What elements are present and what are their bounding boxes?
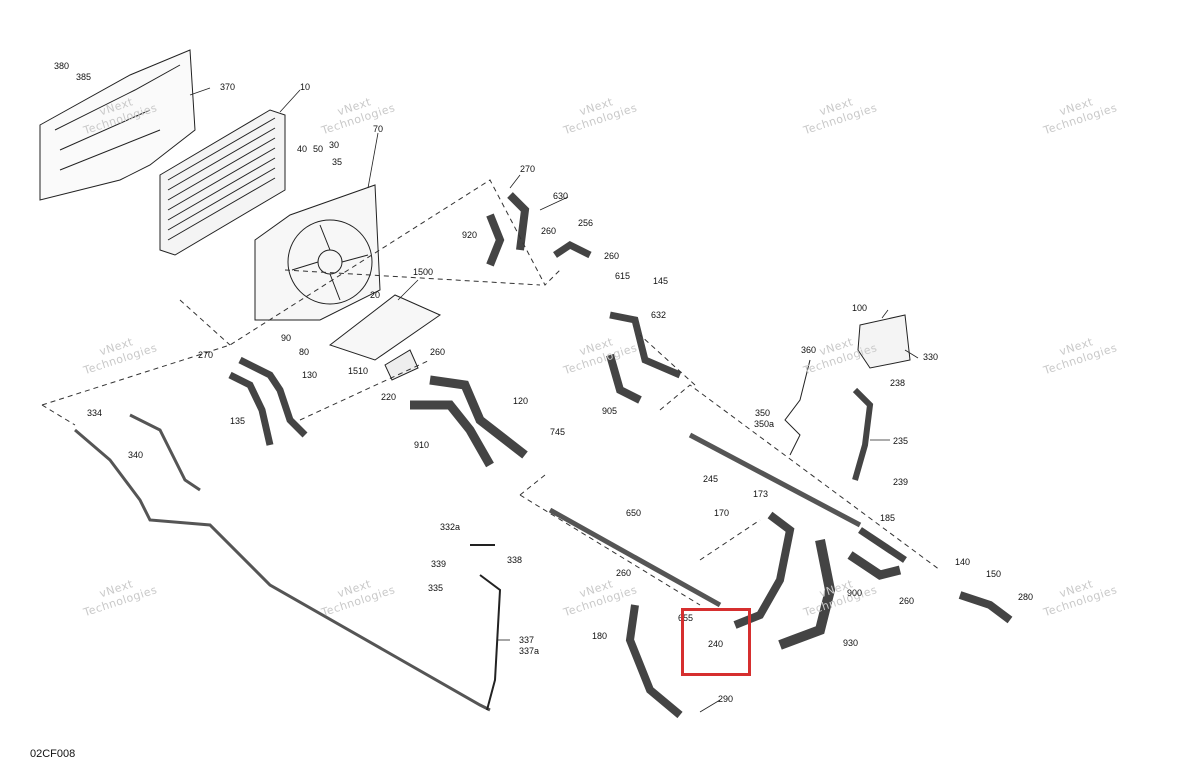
callout-615: 615	[615, 271, 631, 281]
callout-905: 905	[602, 406, 618, 416]
callout-655: 655	[678, 613, 694, 623]
hose-part-905	[606, 353, 642, 404]
callout-220: 220	[381, 392, 397, 402]
hose-part-235	[852, 387, 874, 481]
callout-332a: 332a	[440, 522, 461, 532]
callout-145: 145	[653, 276, 669, 286]
callout-50: 50	[313, 144, 324, 154]
callout-930: 930	[843, 638, 859, 648]
callout-150: 150	[986, 569, 1002, 579]
callout-30: 30	[329, 140, 340, 150]
hose-part-920	[486, 213, 505, 267]
tube-part-650	[548, 507, 722, 608]
callout-280: 280	[1018, 592, 1034, 602]
hose-part-130	[238, 356, 308, 438]
callout-260-right: 260	[604, 251, 620, 261]
radiator-part-10	[159, 109, 286, 256]
hose-part-630	[507, 192, 530, 251]
callout-239: 239	[893, 477, 909, 487]
hose-part-900	[847, 551, 902, 580]
line-part-337	[470, 544, 502, 711]
callout-360: 360	[801, 345, 817, 355]
callout-40: 40	[297, 144, 308, 154]
callout-170: 170	[714, 508, 730, 518]
tube-part-245	[688, 432, 862, 528]
callout-240: 240	[708, 639, 724, 649]
hose-part-256	[553, 240, 592, 259]
callout-340: 340	[128, 450, 144, 460]
callout-337: 337	[519, 635, 535, 645]
callout-337a: 337a	[519, 646, 540, 656]
coolant-reservoir-part-100	[857, 314, 911, 369]
hose-part-150	[958, 591, 1013, 624]
hose-part-910	[410, 400, 494, 468]
callout-339: 339	[431, 559, 447, 569]
hose-part-180	[625, 604, 683, 719]
callout-135: 135	[230, 416, 246, 426]
radiator-shroud-part-370	[39, 49, 196, 201]
callout-290: 290	[718, 694, 734, 704]
bracket-part-1500	[328, 294, 442, 361]
hose-part-185	[858, 527, 907, 563]
callout-238: 238	[890, 378, 906, 388]
callout-270: 270	[198, 350, 214, 360]
vent-hose-part-340	[74, 428, 491, 712]
assembly-lines	[41, 179, 941, 606]
callout-260-upper: 260	[541, 226, 557, 236]
callout-334: 334	[87, 408, 103, 418]
callout-256: 256	[578, 218, 594, 228]
hose-part-120	[429, 375, 528, 459]
callout-270-top: 270	[520, 164, 536, 174]
hose-part-632	[609, 311, 682, 379]
callout-900: 900	[847, 588, 863, 598]
callout-173: 173	[753, 489, 769, 499]
callout-20: 20	[370, 290, 381, 300]
callout-335: 335	[428, 583, 444, 593]
callout-630: 630	[553, 191, 569, 201]
callout-90: 90	[281, 333, 292, 343]
callout-260-lower: 260	[616, 568, 632, 578]
callout-330: 330	[923, 352, 939, 362]
callout-100: 100	[852, 303, 868, 313]
callout-338: 338	[507, 555, 523, 565]
callout-920: 920	[462, 230, 478, 240]
callout-260-right-lower: 260	[899, 596, 915, 606]
callout-385: 385	[76, 72, 92, 82]
highlight-box-part-240	[681, 608, 751, 676]
hose-part-930	[778, 539, 836, 650]
callout-910: 910	[414, 440, 430, 450]
callout-185: 185	[880, 513, 896, 523]
callout-380: 380	[54, 61, 70, 71]
diagram-id-label: 02CF008	[30, 748, 76, 760]
callout-370: 370	[220, 82, 236, 92]
callout-350a: 350a	[754, 419, 775, 429]
callout-632: 632	[651, 310, 667, 320]
callout-1510: 1510	[348, 366, 369, 376]
hose-part-240	[733, 511, 795, 629]
callout-1500: 1500	[413, 267, 434, 277]
callout-80: 80	[299, 347, 310, 357]
callout-235: 235	[893, 436, 909, 446]
callout-745: 745	[550, 427, 566, 437]
thermostat-housing-part-220	[384, 349, 419, 381]
callout-120: 120	[513, 396, 529, 406]
callout-140: 140	[955, 557, 971, 567]
callout-10: 10	[300, 82, 311, 92]
callout-130: 130	[302, 370, 318, 380]
fan-assembly-part-70	[254, 184, 381, 321]
callout-350: 350	[755, 408, 771, 418]
callout-70: 70	[373, 124, 384, 134]
tube-part-350	[784, 359, 811, 456]
callout-245: 245	[703, 474, 719, 484]
callout-650: 650	[626, 508, 642, 518]
callout-260: 260	[430, 347, 446, 357]
hose-part-135	[228, 371, 274, 446]
callout-35: 35	[332, 157, 343, 167]
callout-180: 180	[592, 631, 608, 641]
